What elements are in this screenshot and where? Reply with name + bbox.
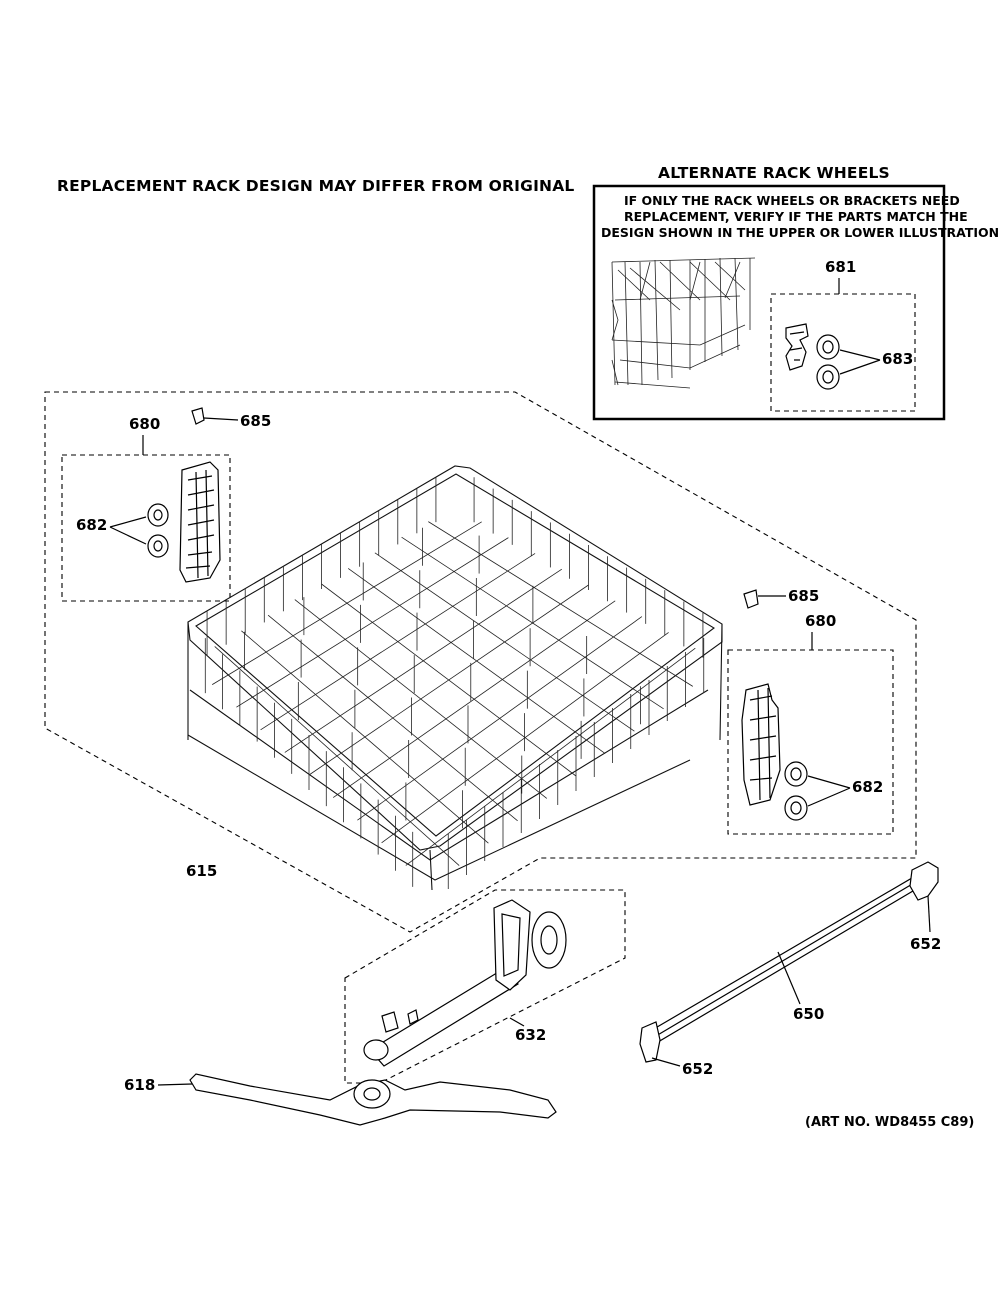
rack-assembly-outline (44, 391, 917, 933)
callout-680-left: 680 (129, 415, 161, 433)
rail-end-cap-652-top (909, 861, 939, 901)
callout-618: 618 (124, 1076, 156, 1094)
rack-wire (347, 568, 606, 754)
callout-683: 683 (882, 350, 914, 368)
callout-615: 615 (186, 862, 218, 880)
spray-arm-assembly-outline (344, 889, 626, 1084)
callout-680-right: 680 (805, 612, 837, 630)
callout-682-right: 682 (852, 778, 884, 796)
alt-note-line-1: IF ONLY THE RACK WHEELS OR BRACKETS NEED (624, 193, 960, 208)
callout-652-bottom: 652 (682, 1060, 714, 1078)
rack-bracket-680-left (179, 461, 221, 583)
inset-680-right-box (727, 649, 894, 835)
alt-bracket-681 (785, 323, 809, 371)
alt-wheels-683 (816, 334, 840, 390)
rail-end-cap-652-bottom (639, 1021, 661, 1063)
alt-note-line-2: REPLACEMENT, VERIFY IF THE PARTS MATCH T… (624, 209, 968, 224)
wheels-682-right (784, 761, 808, 821)
alternate-wheels-title: ALTERNATE RACK WHEELS (658, 164, 890, 182)
rack-wire (294, 599, 548, 799)
callout-652-top: 652 (910, 935, 942, 953)
callout-685-left: 685 (240, 412, 272, 430)
wheels-682-left (147, 503, 169, 558)
callout-685-right: 685 (788, 587, 820, 605)
lower-spray-arm-618 (189, 1073, 557, 1126)
rack-wire (428, 521, 694, 687)
rack-wire (321, 583, 577, 777)
rack-wire (241, 630, 489, 844)
callout-681: 681 (825, 258, 857, 276)
mid-spray-arm-632 (363, 899, 567, 1067)
rack-wire (374, 552, 635, 732)
alt-note-line-3: DESIGN SHOWN IN THE UPPER OR LOWER ILLUS… (601, 225, 1000, 240)
callout-650: 650 (793, 1005, 825, 1023)
inset-681-box (770, 293, 916, 412)
art-number: (ART NO. WD8455 C89) (805, 1115, 975, 1130)
alt-rack-corner-illustration (611, 257, 756, 389)
upper-rack-615 (187, 465, 723, 891)
alternate-wheels-box (592, 184, 946, 421)
clip-685-left (191, 407, 205, 425)
rack-rail-650 (651, 877, 919, 1043)
rack-bracket-680-right (741, 683, 781, 806)
inset-680-left-box (61, 454, 231, 602)
disclaimer-heading: REPLACEMENT RACK DESIGN MAY DIFFER FROM … (57, 177, 575, 195)
clip-685-right (743, 589, 759, 609)
rack-wire (267, 614, 518, 822)
rack-wire (214, 646, 460, 866)
callout-682-left: 682 (76, 516, 108, 534)
callout-632: 632 (515, 1026, 547, 1044)
